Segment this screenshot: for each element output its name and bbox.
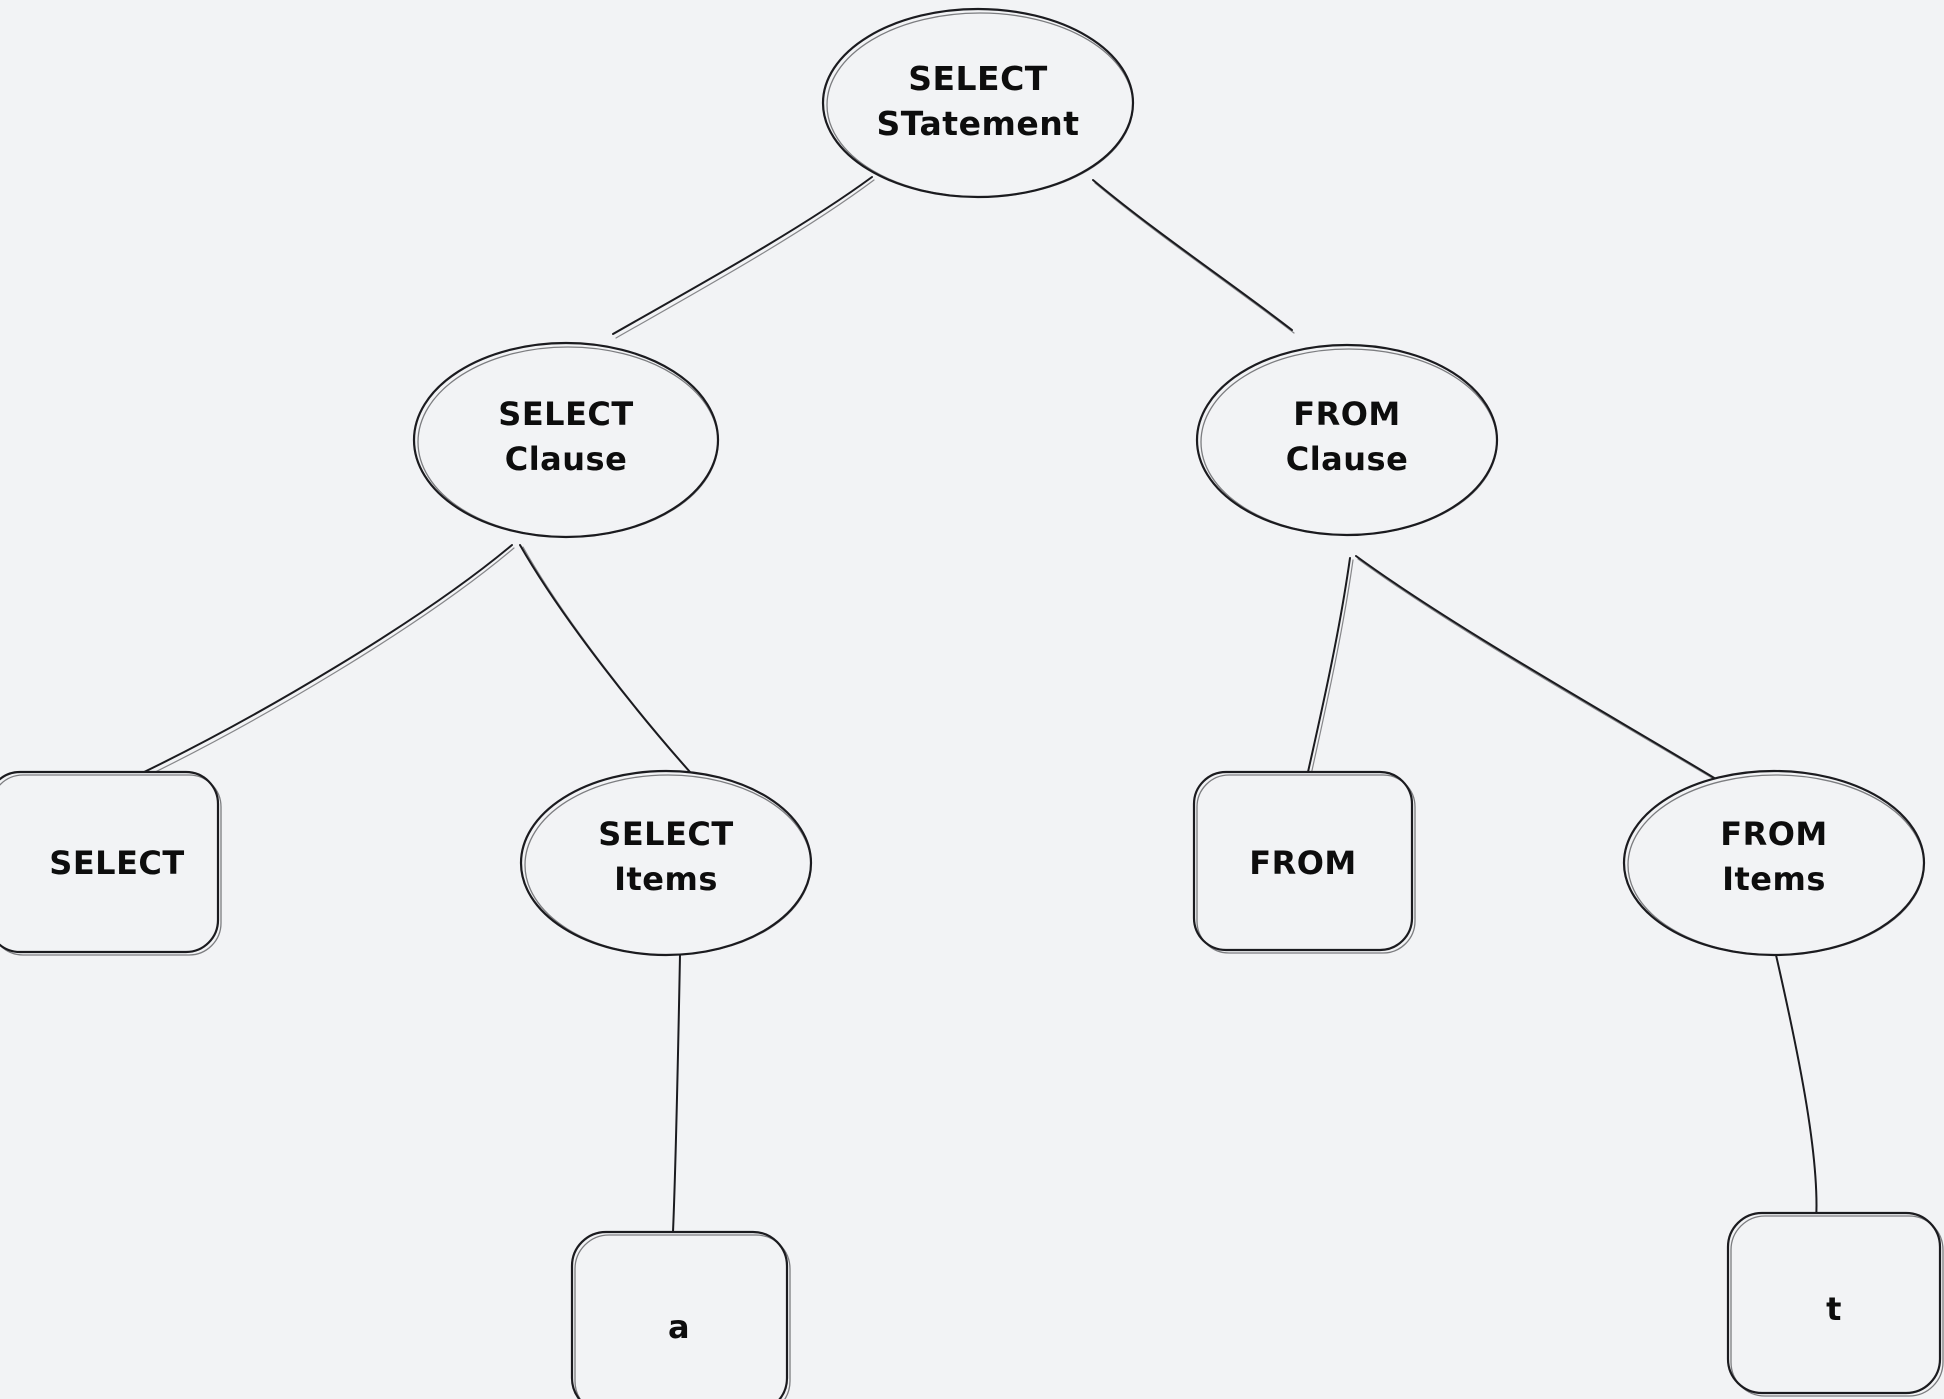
node-column-a[interactable]: a xyxy=(570,1230,791,1399)
node-select-items-line2: Items xyxy=(614,860,718,898)
node-select-clause-line2: Clause xyxy=(505,440,628,478)
node-table-t-label: t xyxy=(1826,1290,1842,1328)
node-select-statement-line1: SELECT xyxy=(908,59,1048,98)
edge-from-items-to-table-t xyxy=(1775,954,1818,1223)
node-select-statement[interactable]: SELECT STatement xyxy=(821,7,1135,199)
edge-select-clause-to-select-items xyxy=(519,544,694,776)
node-select-clause[interactable]: SELECT Clause xyxy=(412,341,720,539)
node-from-clause[interactable]: FROM Clause xyxy=(1195,343,1499,537)
node-select-keyword[interactable]: SELECT xyxy=(0,770,222,956)
node-column-a-label: a xyxy=(668,1308,690,1346)
node-from-keyword-label: FROM xyxy=(1249,844,1357,882)
node-select-keyword-label: SELECT xyxy=(49,844,184,882)
node-from-keyword[interactable]: FROM xyxy=(1192,770,1416,954)
edge-select-clause-to-select-keyword xyxy=(139,544,515,779)
node-select-statement-line2: STatement xyxy=(877,104,1080,143)
edge-group xyxy=(139,176,1818,1233)
node-select-items[interactable]: SELECT Items xyxy=(519,769,813,957)
edge-from-clause-to-from-items xyxy=(1355,555,1738,794)
edge-select-statement-to-from-clause xyxy=(1092,179,1295,334)
node-from-clause-line2: Clause xyxy=(1286,440,1409,478)
edge-select-statement-to-select-clause xyxy=(612,176,875,339)
edge-select-items-to-column-a xyxy=(672,954,681,1233)
node-from-clause-line1: FROM xyxy=(1293,395,1401,433)
node-select-items-line1: SELECT xyxy=(598,815,733,853)
node-from-items-line2: Items xyxy=(1722,860,1826,898)
node-select-clause-line1: SELECT xyxy=(498,395,633,433)
node-from-items[interactable]: FROM Items xyxy=(1622,769,1926,957)
node-table-t[interactable]: t xyxy=(1726,1211,1944,1397)
node-from-items-line1: FROM xyxy=(1720,815,1828,853)
edge-from-clause-to-from-keyword xyxy=(1307,557,1354,776)
